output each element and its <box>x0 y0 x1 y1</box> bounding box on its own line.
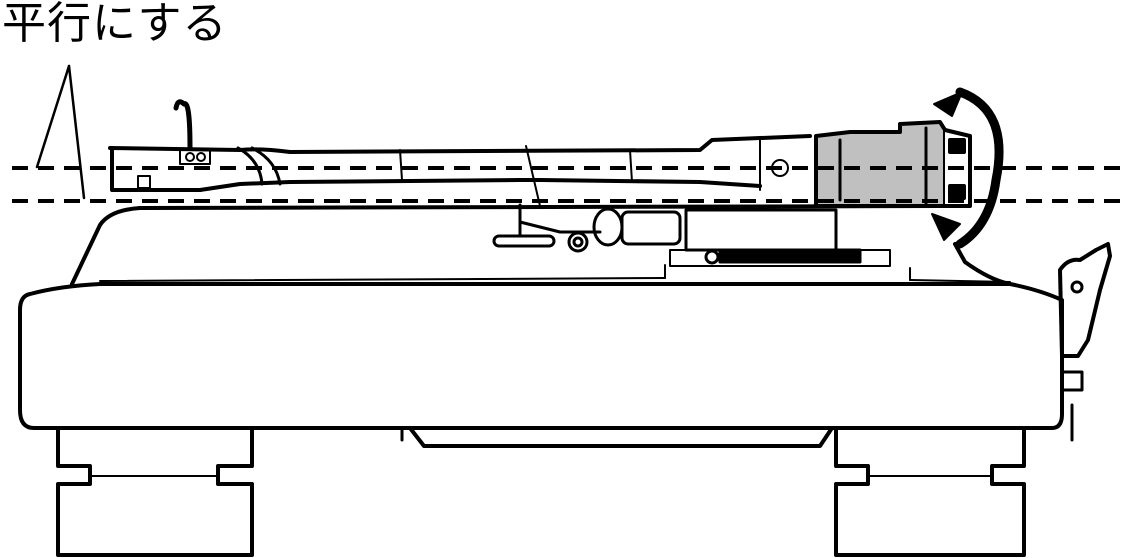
dust-cover-hinge <box>1058 242 1112 442</box>
arm-base <box>669 208 891 267</box>
headshell <box>110 99 282 192</box>
tonearm-pipe <box>108 134 812 207</box>
plinth <box>18 204 1064 448</box>
front-foot <box>56 426 254 557</box>
anti-skate-dial <box>592 207 682 247</box>
arm-lift <box>492 203 602 253</box>
counterweight <box>759 120 972 208</box>
parallel-reference-lines <box>12 166 1124 203</box>
caption-pointer-lines <box>35 64 86 200</box>
caption-make-parallel: 平行にする <box>2 0 228 49</box>
rotation-arrow-icon <box>931 87 1004 249</box>
rear-foot <box>834 426 1026 557</box>
